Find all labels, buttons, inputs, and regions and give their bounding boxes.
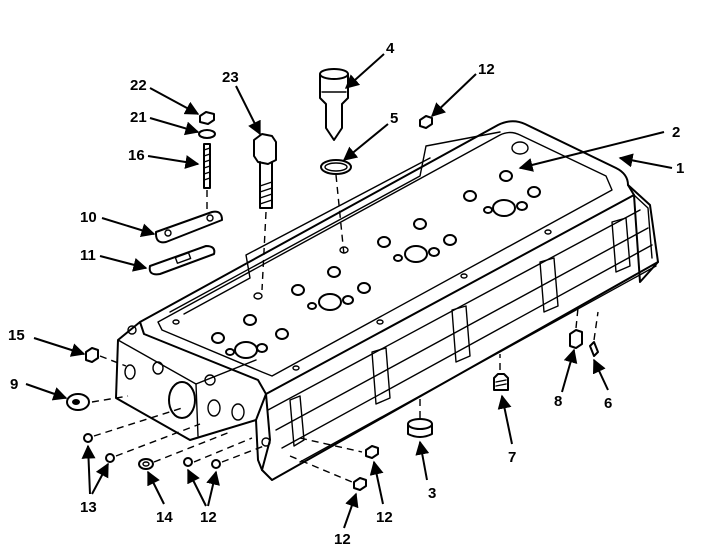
- callout-6: 6: [604, 395, 612, 412]
- callout-8: 8: [554, 393, 562, 410]
- callout-12-right: 12: [376, 509, 393, 526]
- head-bolt-part: [253, 133, 277, 291]
- clamp-part: [155, 210, 223, 244]
- fitting-7-part: [493, 354, 509, 391]
- stud-nut-washer-parts: [198, 111, 216, 210]
- cylinder-head: [115, 120, 659, 481]
- callout-labels: 1 2 3 4 5 6 7 8 9 10 11 12 12 12 12 13 1…: [8, 40, 684, 548]
- callout-12-top: 12: [478, 61, 495, 78]
- callout-10: 10: [80, 209, 97, 226]
- callout-21: 21: [130, 109, 147, 126]
- plug-15-part: [85, 347, 99, 363]
- injector-sleeve-part: [319, 68, 349, 141]
- pin-6-part: [589, 311, 599, 357]
- callout-5: 5: [390, 110, 398, 127]
- shim-part: [148, 245, 216, 276]
- valve-cluster-4: [463, 170, 541, 217]
- callout-15: 15: [8, 327, 25, 344]
- callout-12-left: 12: [200, 509, 217, 526]
- valve-cluster-2: [291, 266, 371, 311]
- valve-cluster-1: [211, 314, 289, 359]
- callout-22: 22: [130, 77, 147, 94]
- callout-13: 13: [80, 499, 97, 516]
- callout-23: 23: [222, 69, 239, 86]
- callout-16: 16: [128, 147, 145, 164]
- callout-14: 14: [156, 509, 173, 526]
- callout-9: 9: [10, 376, 18, 393]
- cap-part: [66, 393, 90, 411]
- plug-part: [419, 115, 433, 129]
- callout-4: 4: [386, 40, 395, 57]
- valve-cluster-3: [377, 218, 457, 263]
- callout-1: 1: [676, 160, 684, 177]
- callout-7: 7: [508, 449, 516, 466]
- cup-plug-part: [407, 398, 433, 438]
- callout-12-bottom: 12: [334, 531, 351, 548]
- leader-lines: [25, 53, 673, 529]
- fitting-14-part: [138, 458, 154, 470]
- callout-11: 11: [80, 247, 96, 264]
- callout-3: 3: [428, 485, 436, 502]
- plug-8-part: [569, 307, 583, 349]
- callout-2: 2: [672, 124, 680, 141]
- seal-ring-part: [320, 159, 352, 175]
